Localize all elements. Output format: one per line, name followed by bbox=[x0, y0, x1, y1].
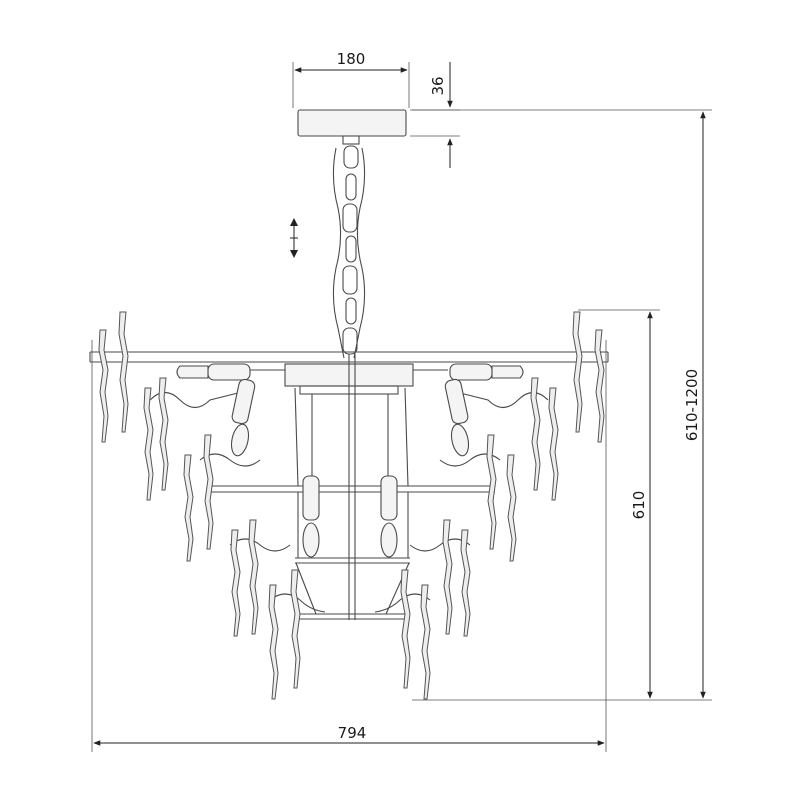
dimension-total-width: 794 bbox=[91, 340, 607, 752]
chandelier-frame bbox=[89, 351, 609, 620]
suspension-chain bbox=[332, 145, 366, 359]
crystal-pendants-right bbox=[400, 311, 605, 700]
crystal-pendants-left bbox=[98, 311, 301, 700]
dimension-total-height: 610-1200 bbox=[412, 109, 712, 701]
dimension-canopy-width: 180 bbox=[292, 50, 410, 108]
adjust-arrow-icon bbox=[290, 218, 298, 258]
canopy-height-label: 36 bbox=[429, 76, 447, 95]
bulb-sockets bbox=[176, 363, 524, 558]
canopy-width-label: 180 bbox=[337, 50, 366, 68]
ceiling-canopy bbox=[297, 109, 407, 145]
body-height-label: 610 bbox=[630, 491, 648, 520]
total-width-label: 794 bbox=[338, 724, 367, 742]
dimension-canopy-height: 36 bbox=[410, 62, 460, 168]
dimension-body-height: 610 bbox=[412, 309, 660, 701]
total-height-label: 610-1200 bbox=[683, 369, 701, 441]
